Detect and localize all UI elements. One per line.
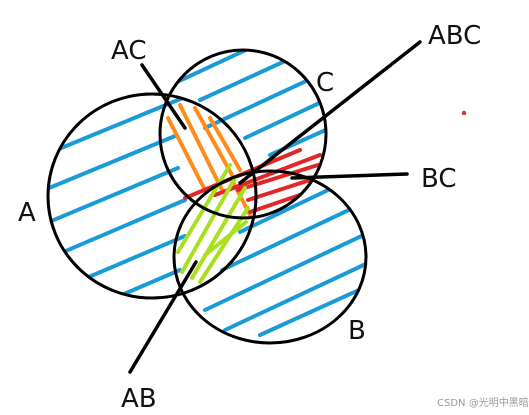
label-bc: BC — [421, 164, 457, 194]
hatch-line — [193, 106, 234, 177]
region-ac-hatch — [166, 103, 252, 217]
hatch-line — [190, 186, 247, 280]
set-outlines — [46, 48, 368, 345]
label-a: A — [18, 198, 36, 228]
hatch-line — [243, 96, 326, 140]
leader-line-ab — [128, 260, 198, 374]
watermark: CSDN @光明中黑暗 — [437, 398, 529, 409]
hatch-line — [203, 230, 366, 312]
leader-line-bc — [290, 172, 409, 180]
hatch-line — [48, 198, 187, 264]
label-ab: AB — [121, 384, 157, 414]
set-a-hatch — [48, 94, 192, 298]
set-c-circle — [158, 48, 328, 220]
hatch-line — [213, 153, 322, 197]
hatch-line — [203, 220, 248, 257]
hatch-line — [203, 68, 326, 130]
hatch-line — [236, 163, 320, 192]
stray-dot — [461, 110, 467, 116]
leader-line-abc — [238, 40, 422, 185]
hatch-line — [258, 283, 366, 337]
leader-lines — [128, 40, 422, 374]
set-b-circle — [172, 169, 368, 345]
label-ac: AC — [111, 36, 147, 66]
label-abc: ABC — [428, 21, 482, 51]
region-bc-hatch — [183, 148, 322, 214]
hatch-line — [180, 176, 237, 274]
hatch-line — [220, 198, 366, 272]
hatch-line — [246, 178, 312, 202]
label-c: C — [316, 68, 335, 98]
hatch-line — [208, 116, 242, 172]
hatch-line — [248, 193, 302, 214]
set-a-circle — [46, 92, 258, 300]
leader-line-ac — [140, 63, 187, 130]
hatch-line — [178, 103, 224, 192]
hatch-line — [48, 134, 177, 202]
hatch-line — [223, 260, 366, 332]
label-b: B — [348, 316, 366, 346]
hatch-line — [166, 116, 207, 192]
hatch-line — [198, 206, 250, 284]
